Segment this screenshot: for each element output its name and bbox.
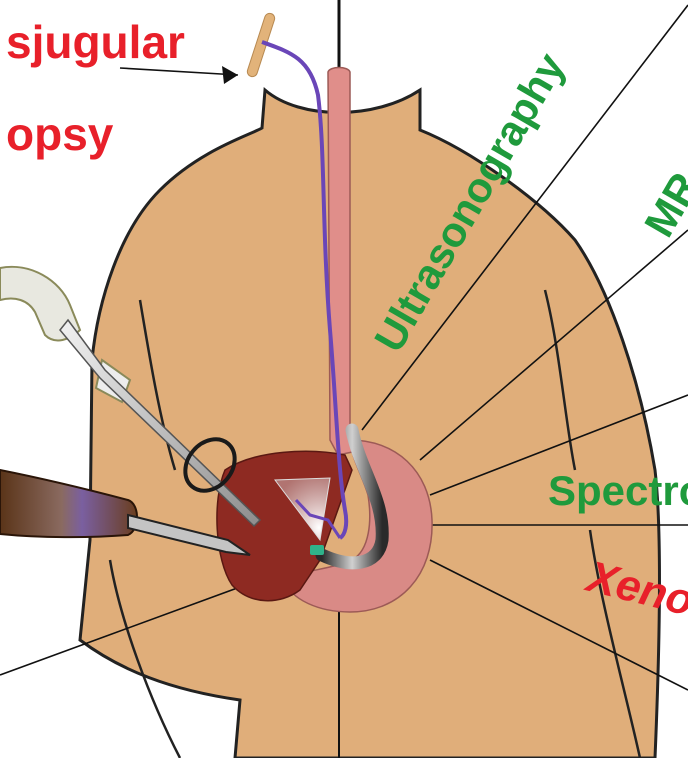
label-biopsy: opsy: [6, 108, 114, 160]
label-mri: MR: [635, 164, 688, 244]
label-transjugular: sjugular: [6, 16, 185, 68]
torso: [80, 90, 660, 758]
arrow-head-transjugular: [222, 66, 238, 84]
endoscope-tip: [310, 545, 324, 555]
label-spectroscopy: Spectro: [548, 467, 688, 514]
